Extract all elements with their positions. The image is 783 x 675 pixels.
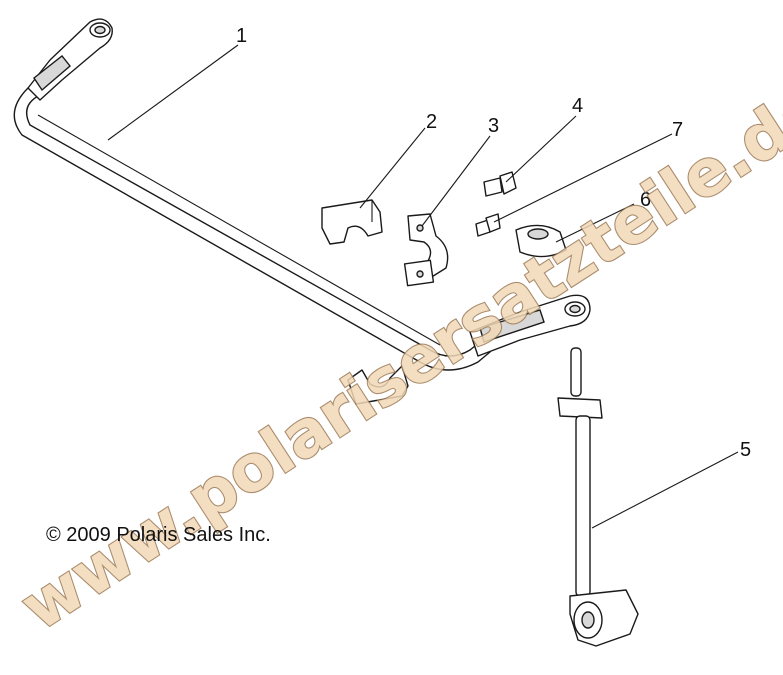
stabilizer-bar [13, 18, 591, 371]
callout-1: 1 [236, 25, 247, 47]
leader-2 [359, 127, 426, 209]
callout-5: 5 [740, 439, 751, 461]
copyright-notice: © 2009 Polaris Sales Inc. [46, 524, 271, 546]
leader-3 [421, 135, 491, 227]
callout-2: 2 [426, 111, 437, 133]
bushing-lower [347, 365, 409, 405]
screw [475, 213, 501, 237]
leader-lines [107, 44, 739, 529]
clamp-bracket [403, 213, 449, 287]
bushing-upper [321, 199, 383, 245]
bolt [483, 171, 517, 197]
leader-4 [505, 115, 577, 183]
leader-7 [493, 133, 673, 223]
watermark-text: www.polarisersatzteile.de [8, 70, 783, 646]
callout-labels: 1 2 3 4 7 6 5 [236, 25, 751, 461]
callout-4: 4 [572, 95, 583, 117]
nut-bushing [515, 224, 567, 258]
end-link [557, 347, 639, 647]
callout-3: 3 [488, 115, 499, 137]
callout-6: 6 [640, 189, 651, 211]
leader-1 [107, 44, 239, 141]
callout-7: 7 [672, 119, 683, 141]
leader-6 [555, 203, 635, 243]
leader-5 [591, 451, 739, 529]
